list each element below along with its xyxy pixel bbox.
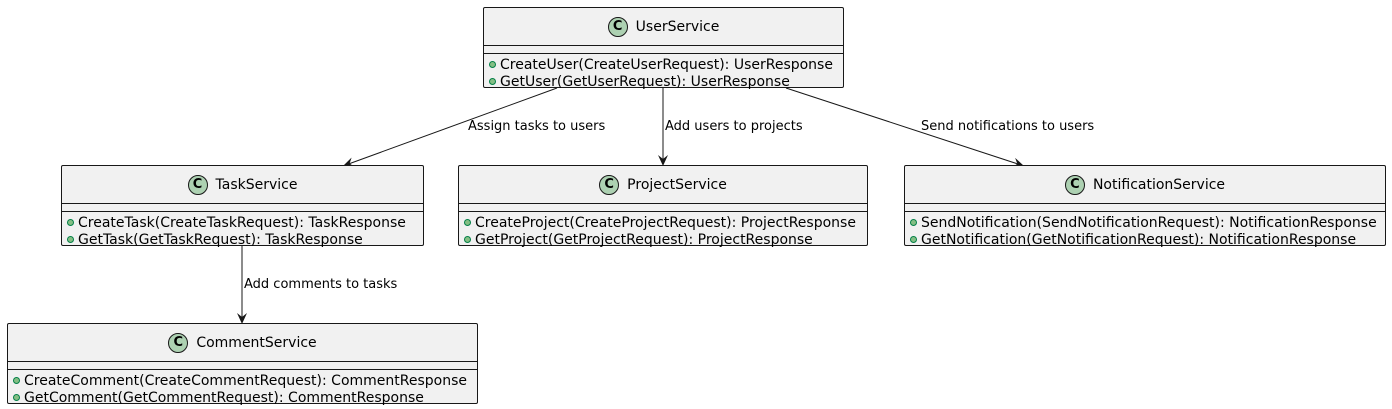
public-visibility-icon (13, 377, 20, 384)
class-name: UserService (635, 18, 720, 35)
method-signature: CreateUser(CreateUserRequest): UserRespo… (500, 56, 833, 73)
public-visibility-icon (67, 219, 74, 226)
class-name: ProjectService (627, 176, 727, 193)
class-icon: C (187, 174, 208, 195)
class-methods: SendNotification(SendNotificationRequest… (905, 212, 1385, 250)
method-signature: CreateProject(CreateProjectRequest): Pro… (475, 214, 856, 231)
public-visibility-icon (910, 236, 917, 243)
class-icon: C (1064, 174, 1085, 195)
edge-user-notification (785, 87, 1025, 168)
class-name: CommentService (196, 334, 317, 351)
class-fields (459, 204, 867, 212)
public-visibility-icon (489, 61, 496, 68)
class-fields (8, 362, 477, 370)
method: CreateTask(CreateTaskRequest): TaskRespo… (67, 214, 418, 231)
class-methods: CreateComment(CreateCommentRequest): Com… (8, 370, 477, 408)
method-signature: GetTask(GetTaskRequest): TaskResponse (78, 231, 363, 248)
method-signature: CreateTask(CreateTaskRequest): TaskRespo… (78, 214, 406, 231)
method: CreateProject(CreateProjectRequest): Pro… (464, 214, 862, 231)
class-user-service[interactable]: C UserService CreateUser(CreateUserReque… (483, 7, 844, 90)
public-visibility-icon (464, 236, 471, 243)
public-visibility-icon (489, 78, 496, 85)
method-signature: GetProject(GetProjectRequest): ProjectRe… (475, 231, 813, 248)
method: SendNotification(SendNotificationRequest… (910, 214, 1380, 231)
method: GetTask(GetTaskRequest): TaskResponse (67, 231, 418, 248)
method-signature: GetNotification(GetNotificationRequest):… (921, 231, 1357, 248)
method-signature: GetUser(GetUserRequest): UserResponse (500, 73, 790, 90)
edge-label-task-comment: Add comments to tasks (244, 277, 398, 292)
class-icon: C (168, 332, 189, 353)
class-fields (484, 46, 843, 54)
edge-label-user-project: Add users to projects (665, 119, 803, 134)
class-fields (62, 204, 423, 212)
method: GetComment(GetCommentRequest): CommentRe… (13, 389, 472, 406)
class-comment-service[interactable]: C CommentService CreateComment(CreateCom… (7, 323, 478, 406)
class-header: C NotificationService (905, 166, 1385, 204)
public-visibility-icon (910, 219, 917, 226)
class-header: C ProjectService (459, 166, 867, 204)
method: CreateUser(CreateUserRequest): UserRespo… (489, 56, 838, 73)
method-signature: GetComment(GetCommentRequest): CommentRe… (24, 389, 424, 406)
class-fields (905, 204, 1385, 212)
class-name: TaskService (215, 176, 298, 193)
class-name: NotificationService (1092, 176, 1226, 193)
class-methods: CreateTask(CreateTaskRequest): TaskRespo… (62, 212, 423, 250)
class-methods: CreateUser(CreateUserRequest): UserRespo… (484, 54, 843, 92)
public-visibility-icon (67, 236, 74, 243)
method: GetProject(GetProjectRequest): ProjectRe… (464, 231, 862, 248)
method-signature: CreateComment(CreateCommentRequest): Com… (24, 372, 468, 389)
public-visibility-icon (13, 394, 20, 401)
method: GetNotification(GetNotificationRequest):… (910, 231, 1380, 248)
method: GetUser(GetUserRequest): UserResponse (489, 73, 838, 90)
class-icon: C (607, 16, 628, 37)
edge-label-user-notification: Send notifications to users (921, 119, 1095, 134)
class-header: C CommentService (8, 324, 477, 362)
class-header: C UserService (484, 8, 843, 46)
class-notification-service[interactable]: C NotificationService SendNotification(S… (904, 165, 1386, 248)
class-task-service[interactable]: C TaskService CreateTask(CreateTaskReque… (61, 165, 424, 248)
public-visibility-icon (464, 219, 471, 226)
method-signature: SendNotification(SendNotificationRequest… (921, 214, 1377, 231)
class-icon: C (599, 174, 620, 195)
class-methods: CreateProject(CreateProjectRequest): Pro… (459, 212, 867, 250)
edge-user-task (342, 87, 558, 167)
class-project-service[interactable]: C ProjectService CreateProject(CreatePro… (458, 165, 868, 248)
method: CreateComment(CreateCommentRequest): Com… (13, 372, 472, 389)
class-header: C TaskService (62, 166, 423, 204)
edge-label-user-task: Assign tasks to users (468, 119, 606, 134)
